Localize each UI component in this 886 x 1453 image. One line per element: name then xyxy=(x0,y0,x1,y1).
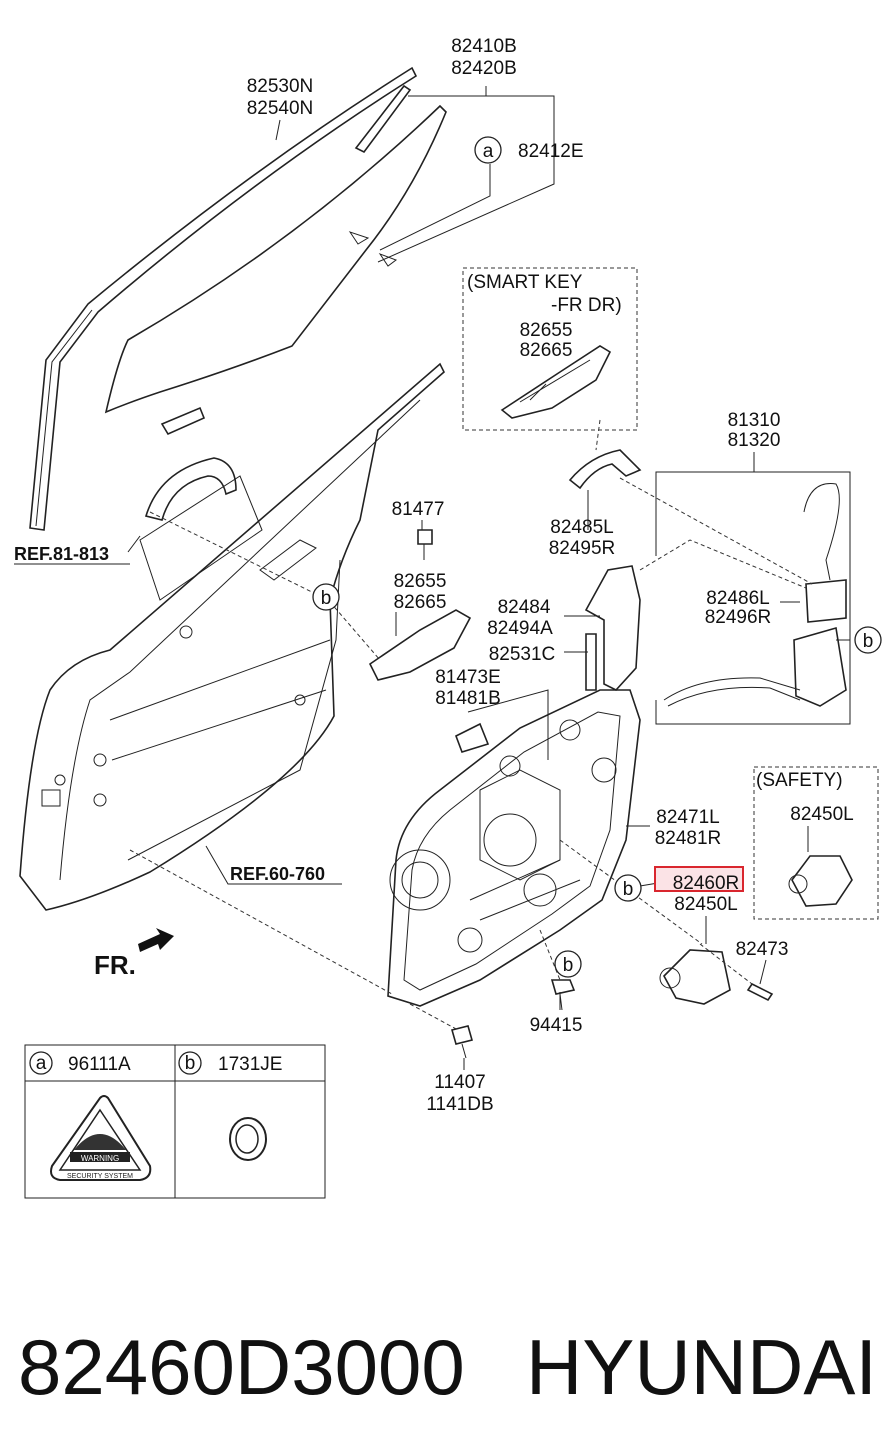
label-glass-1: 82410B xyxy=(451,36,517,57)
label-rail-2: 82494A xyxy=(487,618,553,639)
module-panel-drawing xyxy=(387,689,641,1007)
label-glass-run-2: 82540N xyxy=(247,98,314,119)
label-regulator-1: 82471L xyxy=(656,807,719,828)
lock-assy-box xyxy=(655,471,851,725)
label-rail-1: 82484 xyxy=(498,597,551,618)
label-clip-2: 81481B xyxy=(435,688,501,709)
footer-part-number: 82460D3000 xyxy=(18,1323,465,1411)
rail-drawing xyxy=(584,565,641,691)
label-bolt-94415: 94415 xyxy=(530,1015,583,1036)
bolt-11407-drawing xyxy=(451,1025,473,1059)
label-sash: 82531C xyxy=(489,644,556,665)
label-glass-2: 82420B xyxy=(451,58,517,79)
label-highlighted-part: 82460R xyxy=(673,873,740,894)
smart-key-box xyxy=(462,267,638,431)
bolt-94415-drawing xyxy=(550,979,576,1011)
legend-a-part: 96111A xyxy=(68,1054,131,1075)
svg-text:a: a xyxy=(483,141,494,162)
label-lock-assy-2: 81320 xyxy=(728,430,781,451)
outside-handle-drawing xyxy=(144,457,237,521)
highlight-box xyxy=(654,866,744,892)
label-handle-bracket-1: 82485L xyxy=(550,517,613,538)
svg-text:b: b xyxy=(321,588,332,609)
label-bolt-81477: 81477 xyxy=(392,499,445,520)
label-motor: 82450L xyxy=(674,894,737,915)
dashed-guides xyxy=(129,419,813,1031)
label-bolt-11407-2: 1141DB xyxy=(426,1094,493,1115)
svg-text:b: b xyxy=(563,955,574,976)
label-handle-bracket-2: 82495R xyxy=(549,538,616,559)
callout-b-lock: b xyxy=(854,626,882,654)
label-screw-82473: 82473 xyxy=(736,939,789,960)
label-regulator-2: 82481R xyxy=(655,828,722,849)
label-cable-rod-2: 82496R xyxy=(705,607,772,628)
legend-b-part: 1731JE xyxy=(218,1054,282,1075)
svg-text:WARNING: WARNING xyxy=(81,1154,119,1163)
label-cable-rod-1: 82486L xyxy=(706,588,769,609)
label-clip-1: 81473E xyxy=(435,667,501,688)
label-safety-title: (SAFETY) xyxy=(756,770,843,791)
label-front: FR. xyxy=(94,950,136,980)
label-smart-key-handle-1: 82655 xyxy=(520,320,573,341)
label-smart-key-title-1: (SMART KEY xyxy=(467,272,583,293)
bolt-81477-drawing xyxy=(417,529,433,560)
svg-text:b: b xyxy=(623,879,634,900)
svg-text:b: b xyxy=(863,631,874,652)
label-inner-handle-1: 82655 xyxy=(394,571,447,592)
clip-drawing xyxy=(454,722,490,753)
label-smart-key-title-2: -FR DR) xyxy=(551,295,622,316)
screw-82473-drawing xyxy=(746,982,774,1002)
front-arrow-icon xyxy=(138,928,174,952)
label-smart-key-handle-2: 82665 xyxy=(520,340,573,361)
door-glass-drawing xyxy=(104,104,447,436)
label-glass-channel: 82412E xyxy=(518,141,584,162)
legend-b-key: b xyxy=(178,1051,202,1075)
label-bolt-11407-1: 11407 xyxy=(434,1072,485,1093)
warning-badge-icon: WARNING SECURITY SYSTEM xyxy=(50,1095,152,1181)
motor-drawing xyxy=(659,949,731,1005)
label-safety-motor: 82450L xyxy=(790,804,853,825)
label-lock-assy-1: 81310 xyxy=(728,410,781,431)
leader-lines xyxy=(14,86,850,1070)
callout-b-bolt: b xyxy=(554,950,582,978)
safety-box xyxy=(753,766,879,920)
footer-brand: HYUNDAI xyxy=(526,1323,877,1411)
inner-handle-drawing xyxy=(368,609,472,681)
legend-table xyxy=(24,1044,326,1199)
callout-b-frame: b xyxy=(312,583,340,611)
grommet-ring-icon xyxy=(229,1117,267,1161)
handle-bracket-drawing xyxy=(568,449,642,490)
label-glass-run-1: 82530N xyxy=(247,76,314,97)
callout-a-glass: a xyxy=(474,136,502,164)
svg-text:a: a xyxy=(36,1053,47,1074)
glass-run-drawing xyxy=(29,66,418,531)
svg-text:SECURITY SYSTEM: SECURITY SYSTEM xyxy=(67,1173,133,1180)
door-frame-drawing xyxy=(19,362,445,911)
legend-a-key: a xyxy=(29,1051,53,1075)
label-ref-60760: REF.60-760 xyxy=(230,864,325,884)
svg-text:b: b xyxy=(185,1053,196,1074)
label-inner-handle-2: 82665 xyxy=(394,592,447,613)
callout-b-module: b xyxy=(614,874,642,902)
label-ref-81813: REF.81-813 xyxy=(14,544,109,564)
